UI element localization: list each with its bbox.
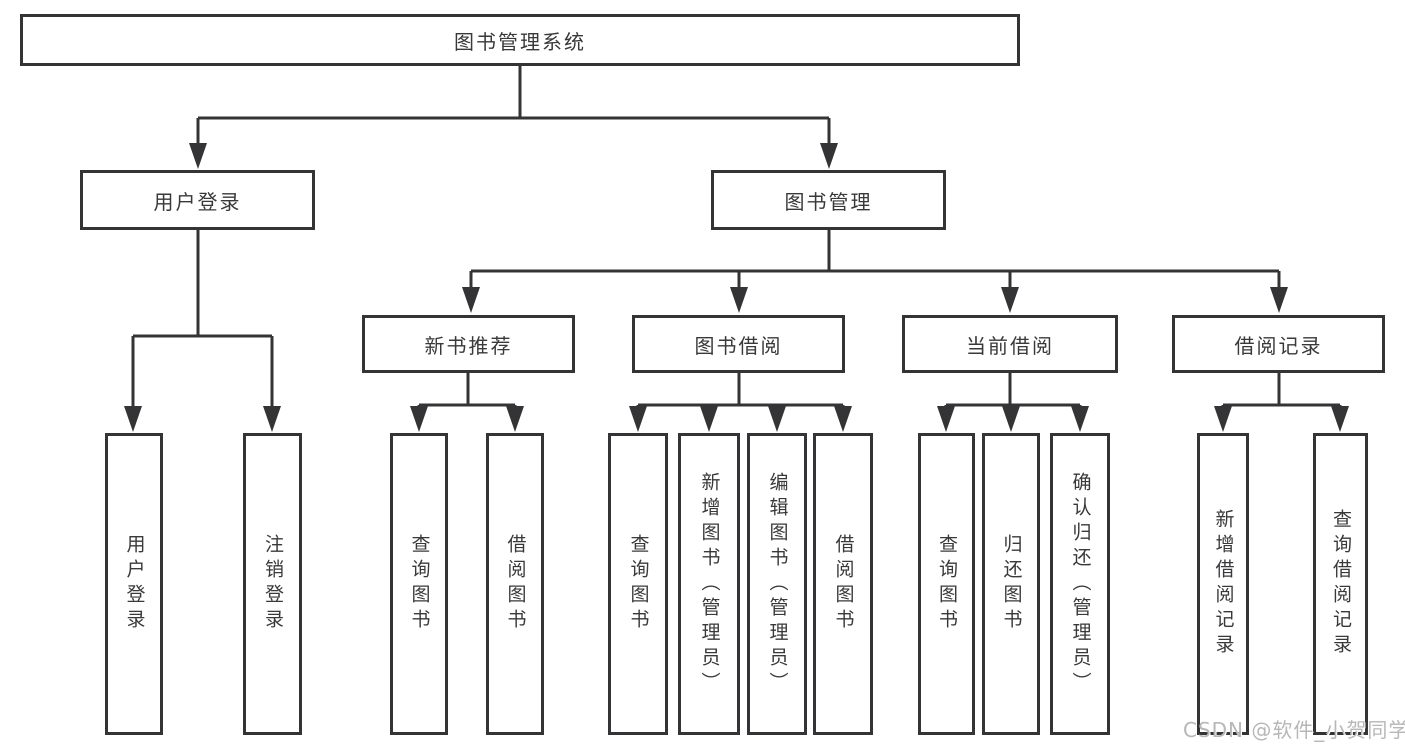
node-new-book-recommend-label: 新书推荐: [424, 333, 513, 358]
leaf-user-login-label: 用户登录: [123, 534, 146, 634]
node-current-borrowing-label: 当前借阅: [966, 333, 1054, 358]
leaf-add-borrow-record-label: 新增借阅记录: [1212, 509, 1235, 659]
leaf-logout-label: 注销登录: [262, 534, 284, 634]
leaf-logout: 注销登录: [243, 433, 302, 735]
node-library-system: 图书管理系统: [20, 14, 1020, 66]
node-current-borrowing: 当前借阅: [902, 315, 1118, 373]
leaf-user-login: 用户登录: [105, 433, 163, 735]
leaf-add-borrow-record: 新增借阅记录: [1197, 433, 1249, 735]
leaf-query-books-current-label: 查询图书: [936, 534, 958, 634]
leaf-confirm-return-admin-label: 确认归还（管理员）: [1069, 471, 1092, 697]
node-book-borrowing-label: 图书借阅: [694, 333, 783, 358]
leaf-borrow-books-recommend-label: 借阅图书: [504, 534, 527, 634]
leaf-query-borrow-record-label: 查询借阅记录: [1330, 509, 1352, 659]
node-borrowing-records-label: 借阅记录: [1234, 333, 1323, 358]
watermark-text: CSDN @软件_小贺同学: [1183, 718, 1405, 742]
node-book-borrowing: 图书借阅: [632, 315, 845, 373]
leaf-return-books-label: 归还图书: [1000, 534, 1023, 634]
node-user-login: 用户登录: [80, 170, 315, 230]
leaf-borrow-books-recommend: 借阅图书: [486, 433, 544, 735]
leaf-edit-books-admin-label: 编辑图书（管理员）: [766, 471, 789, 697]
leaf-query-books-borrowing: 查询图书: [608, 433, 668, 735]
node-borrowing-records: 借阅记录: [1172, 315, 1385, 373]
node-book-management: 图书管理: [711, 170, 946, 230]
leaf-query-books-current: 查询图书: [918, 433, 975, 735]
leaf-query-books-recommend: 查询图书: [390, 433, 448, 735]
node-new-book-recommend: 新书推荐: [362, 315, 575, 373]
leaf-add-books-admin-label: 新增图书（管理员）: [698, 471, 721, 697]
node-book-management-label: 图书管理: [784, 189, 873, 214]
leaf-borrow-books-borrowing: 借阅图书: [813, 433, 873, 735]
leaf-add-books-admin: 新增图书（管理员）: [678, 433, 740, 735]
leaf-borrow-books-borrowing-label: 借阅图书: [832, 534, 855, 634]
leaf-query-books-recommend-label: 查询图书: [408, 534, 431, 634]
leaf-edit-books-admin: 编辑图书（管理员）: [747, 433, 807, 735]
node-user-login-label: 用户登录: [153, 189, 242, 214]
node-library-system-label: 图书管理系统: [454, 29, 586, 54]
leaf-return-books: 归还图书: [982, 433, 1040, 735]
leaf-confirm-return-admin: 确认归还（管理员）: [1050, 433, 1110, 735]
leaf-query-books-borrowing-label: 查询图书: [627, 534, 650, 634]
leaf-query-borrow-record: 查询借阅记录: [1313, 433, 1368, 735]
